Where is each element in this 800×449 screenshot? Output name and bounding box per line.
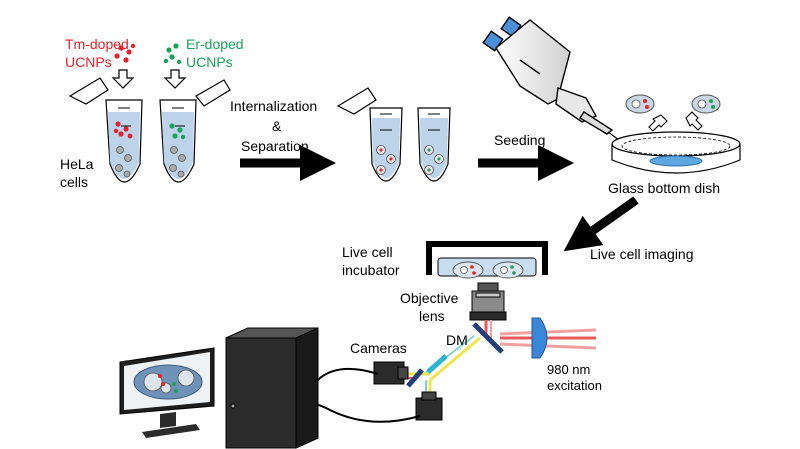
camera-2-icon bbox=[415, 391, 443, 421]
hollow-arrow-icon bbox=[163, 69, 187, 89]
excitation-label-line1: 980 nm bbox=[547, 362, 591, 377]
incubator-label-line1: Live cell bbox=[342, 244, 393, 260]
er-label-line1: Er-doped bbox=[186, 36, 244, 52]
objective-label-line2: lens bbox=[419, 308, 445, 324]
tm-label-line2: UCNPs bbox=[65, 54, 112, 70]
tube-tm bbox=[68, 77, 143, 183]
hollow-arrow-icon bbox=[685, 111, 703, 131]
glass-dish-label: Glass bottom dish bbox=[608, 180, 721, 196]
live-cell-incubator bbox=[426, 241, 548, 279]
er-label-line2: UCNPs bbox=[186, 54, 233, 70]
pipette-icon bbox=[482, 16, 645, 159]
live-cell-imaging-label: Live cell imaging bbox=[590, 246, 694, 262]
excitation-label-line2: excitation bbox=[547, 378, 602, 393]
cameras-label: Cameras bbox=[350, 340, 407, 356]
hela-label-line2: cells bbox=[60, 174, 89, 190]
tm-ucnp-dots bbox=[114, 43, 136, 63]
hollow-arrow-icon bbox=[648, 114, 668, 132]
process-arrow-imaging bbox=[563, 196, 639, 252]
cell-er-icon bbox=[691, 94, 721, 114]
objective-label-line1: Objective bbox=[400, 290, 459, 306]
dichroic-mirror bbox=[472, 322, 504, 354]
glass-bottom-dish bbox=[611, 131, 741, 174]
camera-1-icon bbox=[373, 361, 409, 385]
hela-label-line1: HeLa bbox=[60, 156, 94, 172]
internalization-label: Internalization bbox=[230, 98, 318, 114]
tm-label-line1: Tm-doped bbox=[65, 36, 129, 52]
objective-lens-icon bbox=[469, 282, 507, 321]
separation-label: Separation bbox=[241, 138, 309, 154]
mirror-navy bbox=[406, 368, 424, 388]
mirror-cyan bbox=[426, 354, 448, 374]
hollow-arrow-icon bbox=[111, 69, 135, 89]
incubator-label-line2: incubator bbox=[342, 262, 400, 278]
tube-er-separated bbox=[417, 107, 451, 182]
pc-tower-icon bbox=[225, 327, 319, 449]
tube-er bbox=[159, 79, 231, 183]
ampersand-label: & bbox=[272, 118, 282, 134]
laser-lens-icon bbox=[531, 317, 548, 359]
seeding-label: Seeding bbox=[494, 132, 546, 148]
monitor-icon bbox=[119, 347, 215, 438]
cell-tm-icon bbox=[625, 94, 655, 114]
er-ucnp-dots bbox=[163, 43, 182, 65]
dm-label: DM bbox=[446, 332, 468, 348]
tube-tm-separated bbox=[336, 87, 403, 182]
